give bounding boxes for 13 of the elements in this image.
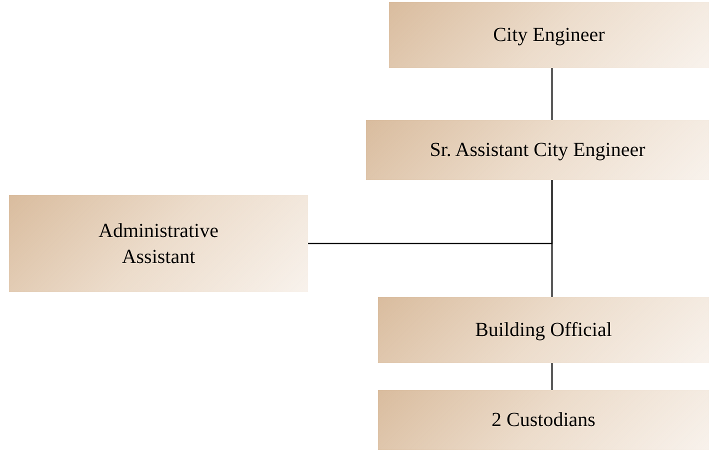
position-title: City Engineer	[493, 23, 605, 48]
connector-line	[551, 68, 553, 120]
connector-line	[551, 180, 553, 297]
position-title: Sr. Assistant City Engineer	[430, 138, 646, 163]
connector-line	[551, 363, 553, 390]
position-title: 2 Custodians	[492, 408, 596, 433]
position-box	[9, 195, 308, 292]
position-box	[389, 2, 709, 68]
position-box	[378, 390, 709, 450]
position-box	[366, 120, 709, 180]
position-title: Administrative Assistant	[98, 218, 220, 270]
position-box	[378, 297, 709, 363]
position-title: Building Official	[475, 318, 612, 343]
